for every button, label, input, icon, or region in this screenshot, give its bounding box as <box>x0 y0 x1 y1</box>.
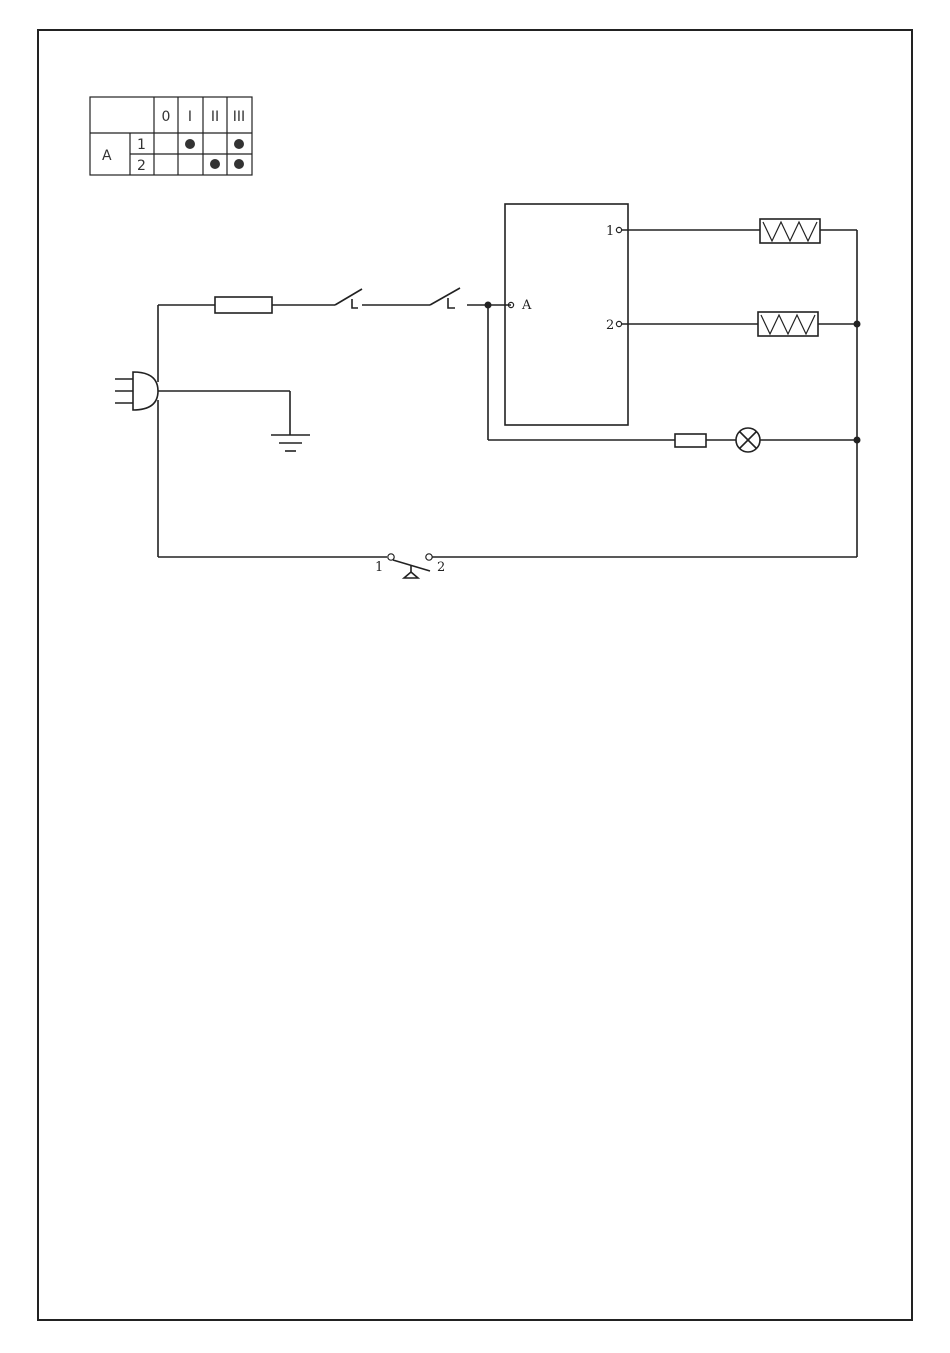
table-row-1-label: 1 <box>137 137 146 153</box>
door-switch-icon <box>388 554 432 578</box>
table-state-dot <box>234 139 244 149</box>
table-border <box>90 97 252 175</box>
table-state-dot <box>210 159 220 169</box>
plug-icon <box>115 372 158 410</box>
heating-element-1-icon <box>760 219 820 243</box>
table-state-dot <box>234 159 244 169</box>
selector-out-1-label: 1 <box>606 224 614 239</box>
door-switch-2-label: 2 <box>437 560 445 575</box>
selector-out-2-label: 2 <box>606 318 614 333</box>
switch-state-table: 0 I II III A 1 2 <box>90 97 252 175</box>
table-col-2: II <box>211 109 219 125</box>
junction-dot <box>854 437 861 444</box>
thermal-cutout-2-icon <box>430 288 460 308</box>
door-switch-1-label: 1 <box>375 560 383 575</box>
table-group-label: A <box>102 148 112 164</box>
table-row-2-label: 2 <box>137 158 146 174</box>
selector-input-label: A <box>521 298 532 313</box>
indicator-lamp-icon <box>736 428 760 452</box>
heating-element-2-icon <box>758 312 818 336</box>
lamp-resistor-icon <box>675 434 706 447</box>
table-col-1: I <box>188 109 192 125</box>
ground-icon <box>158 391 310 451</box>
table-col-0: 0 <box>162 109 171 125</box>
fuse-icon <box>215 297 272 313</box>
terminal-1 <box>616 227 621 232</box>
junction-dot <box>854 321 861 328</box>
table-state-dot <box>185 139 195 149</box>
table-col-3: III <box>233 109 245 125</box>
terminal-2 <box>616 321 621 326</box>
thermal-cutout-1-icon <box>335 289 362 308</box>
